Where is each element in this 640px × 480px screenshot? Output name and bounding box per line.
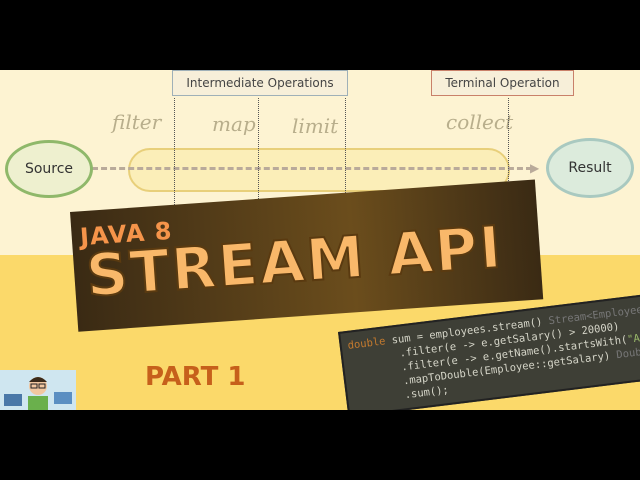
divider — [345, 98, 346, 243]
arrowhead-icon: ▶ — [530, 161, 540, 175]
op-filter: filter — [112, 110, 162, 134]
source-label: Source — [24, 161, 74, 177]
part-label: PART 1 — [145, 362, 246, 392]
programmer-avatar-icon — [4, 377, 72, 410]
divider — [258, 98, 259, 243]
flow-arrow — [92, 167, 532, 170]
intermediate-operations-box: Intermediate Operations — [172, 70, 348, 96]
op-limit: limit — [292, 114, 339, 138]
code-string: "A" — [626, 331, 640, 346]
terminal-label: Terminal Operation — [445, 76, 560, 90]
intermediate-label: Intermediate Operations — [186, 76, 334, 90]
result-node: Result — [546, 138, 634, 198]
divider — [174, 98, 175, 243]
op-map: map — [212, 112, 256, 136]
divider — [508, 98, 509, 243]
op-collect: collect — [446, 110, 514, 134]
terminal-operation-box: Terminal Operation — [431, 70, 574, 96]
source-node: Source — [5, 140, 93, 198]
thumbnail: Intermediate Operations Terminal Operati… — [0, 70, 640, 410]
avatar — [0, 370, 76, 410]
result-label: Result — [568, 160, 612, 176]
